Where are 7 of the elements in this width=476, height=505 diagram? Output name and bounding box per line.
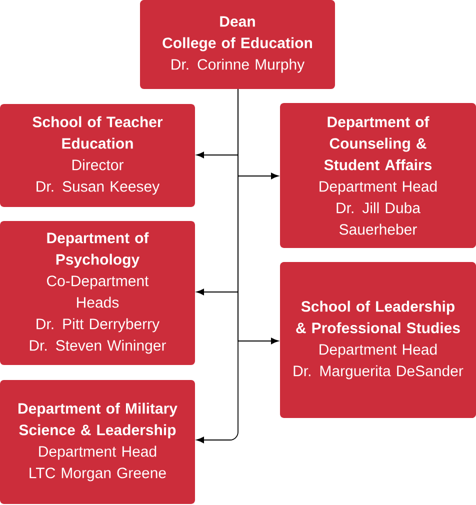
org-box: Department of Counseling & Student Affairs Department Head Dr. Jill Duba Sauerheber bbox=[280, 103, 476, 248]
org-box: Dean College of Education Dr. Corinne Murphy bbox=[140, 0, 335, 89]
org-box: School of Teacher Education Director Dr. Susan Keesey bbox=[0, 104, 195, 207]
org-box: Department of Military Science & Leadership Department Head LTC Morgan Greene bbox=[0, 380, 195, 504]
org-box: School of Leadership & Professional Studies Department Head Dr. Marguerita DeSander bbox=[280, 262, 476, 418]
connector-arrow bbox=[196, 88, 238, 444]
org-box: Department of Psychology Co-Department Heads Dr. Pitt Derryberry Dr. Steven Wininger bbox=[0, 221, 195, 365]
